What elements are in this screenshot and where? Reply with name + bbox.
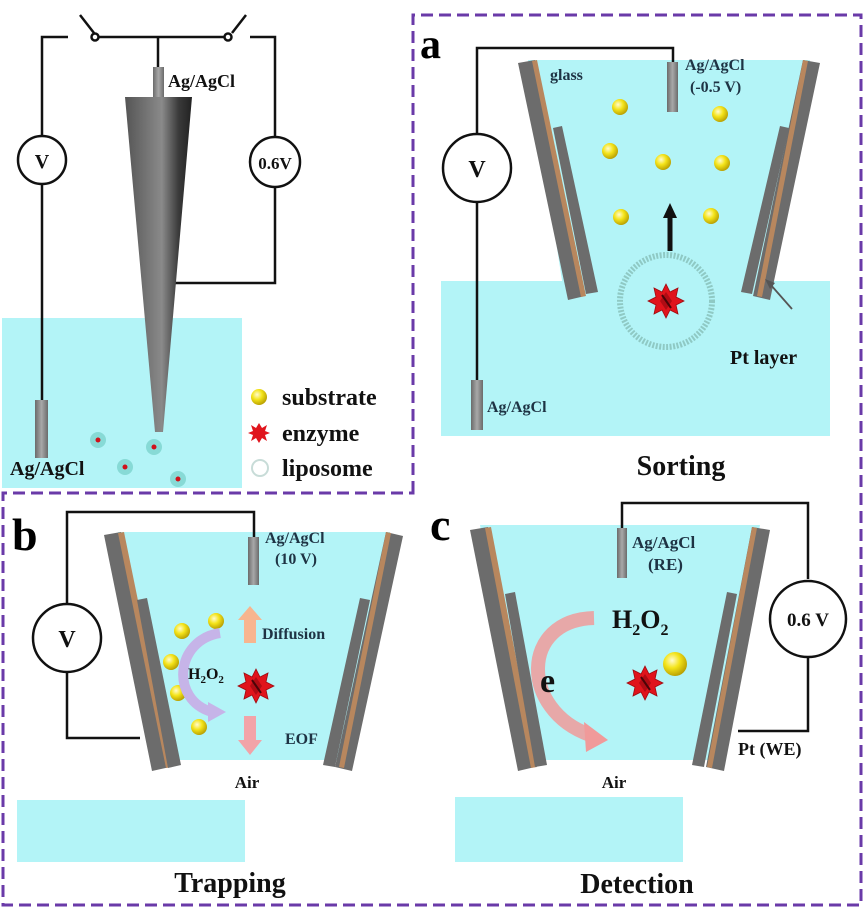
panel-letter-b: b	[12, 509, 38, 560]
legend: substrate enzyme liposome	[248, 385, 377, 482]
svg-text:0.6V: 0.6V	[258, 154, 292, 173]
legend-label-liposome: liposome	[282, 456, 373, 482]
pt-label: Pt layer	[730, 347, 797, 369]
electrode-potential: (-0.5 V)	[690, 79, 741, 96]
substrate-particles	[163, 613, 224, 735]
air-label: Air	[235, 773, 260, 792]
electrode-label: Ag/AgCl	[685, 57, 745, 74]
electrode-potential: (10 V)	[275, 551, 317, 568]
pt-layer-right	[339, 532, 391, 768]
voltmeter-icon[interactable]: V	[31, 602, 103, 674]
liposome-icon	[170, 471, 186, 487]
panel-letter-a: a	[420, 22, 441, 68]
switch-left-icon[interactable]	[79, 14, 100, 42]
glass-wall-left	[104, 532, 170, 771]
glass-wall-left	[518, 60, 585, 300]
svg-text:V: V	[58, 627, 76, 653]
substrate-particles	[602, 99, 730, 225]
upward-arrow-icon	[663, 203, 677, 251]
svg-text:V: V	[468, 157, 486, 183]
nanopipette-tip	[125, 97, 192, 432]
diffusion-label: Diffusion	[262, 626, 325, 643]
electrode-icon	[617, 528, 627, 578]
svg-text:V: V	[35, 151, 50, 173]
top-electrode-label: Ag/AgCl	[168, 71, 235, 91]
electrode-icon	[667, 62, 678, 112]
air-label: Air	[602, 773, 627, 792]
caption-trapping: Trapping	[174, 868, 286, 899]
voltage-source-icon[interactable]: 0.6 V	[768, 579, 848, 659]
pt-electrode-left	[553, 126, 598, 294]
overview-panel: Ag/AgCl V 0.6V Ag/AgCl substrate enzyme …	[2, 14, 377, 488]
svg-text:H2O2: H2O2	[188, 666, 224, 686]
electrode-role: (RE)	[648, 555, 683, 574]
pt-layer-left	[532, 60, 586, 297]
liposome-icon	[117, 459, 133, 475]
pt-electrode-right	[323, 598, 370, 767]
nanopipette-solution	[118, 532, 390, 760]
voltmeter-icon[interactable]: V	[441, 132, 513, 204]
substrate-sphere-icon	[663, 652, 687, 676]
pt-layer-right	[757, 60, 808, 297]
h2o2-label: H2O2	[612, 605, 668, 639]
top-electrode-icon	[153, 67, 164, 97]
switch-right-icon[interactable]	[223, 14, 247, 42]
air-gap-bath	[455, 797, 683, 862]
voltage-source-icon[interactable]: 0.6V	[248, 135, 302, 189]
eof-label: EOF	[285, 731, 318, 748]
bath-electrode-icon	[471, 380, 483, 430]
pt-electrode-right	[741, 126, 789, 294]
liposome-ring-icon	[251, 459, 269, 477]
pt-electrode-right	[692, 592, 737, 767]
pt-label: Pt (WE)	[738, 739, 801, 760]
bath-solution	[441, 281, 830, 436]
h2o2-label: H2O2	[188, 666, 224, 686]
glass-label: glass	[550, 67, 583, 84]
electron-label: e	[540, 663, 555, 700]
bath-electrode-icon	[35, 400, 48, 458]
caption-sorting: Sorting	[637, 451, 726, 482]
bath-electrode-label: Ag/AgCl	[10, 458, 85, 480]
air-gap-bath	[17, 800, 245, 862]
enzyme-star-icon	[248, 423, 270, 443]
pt-electrode-left	[505, 592, 547, 767]
panel-c: c Ag/AgCl (RE) 0.6 V H2O2 e Pt (WE) Air …	[430, 499, 848, 900]
pt-layer-right	[707, 527, 757, 768]
electrode-label: Ag/AgCl	[265, 530, 325, 547]
bath-electrode-label: Ag/AgCl	[487, 399, 547, 416]
diffusion-arrow-icon	[238, 606, 262, 643]
electrode-icon	[248, 537, 259, 585]
liposome-icon	[90, 432, 106, 448]
circuit-wires	[65, 510, 256, 740]
eof-arrow-icon	[238, 716, 262, 755]
liposome-with-enzyme	[617, 252, 715, 350]
nanopipette-solution	[528, 60, 810, 300]
electrode-label: Ag/AgCl	[632, 533, 696, 552]
legend-label-enzyme: enzyme	[282, 421, 360, 447]
circuit-wires	[475, 46, 675, 380]
svg-text:H2O2: H2O2	[612, 605, 668, 639]
svg-text:0.6 V: 0.6 V	[787, 610, 829, 631]
panel-letter-c: c	[430, 499, 450, 550]
dashed-border	[1, 13, 863, 907]
circuit-wires	[620, 501, 810, 733]
liposome-icon	[146, 439, 162, 455]
pt-layer-pointer	[769, 283, 793, 310]
pt-electrode-left	[137, 598, 181, 768]
panel-a: a glass Ag/AgCl (-0.5 V) V	[420, 22, 830, 482]
caption-detection: Detection	[580, 869, 694, 900]
voltmeter-icon[interactable]: V	[16, 134, 68, 186]
substrate-sphere-icon	[251, 389, 267, 405]
electron-curved-arrow	[531, 611, 595, 742]
h2o2-curved-arrow	[178, 628, 222, 717]
circuit-wires	[40, 35, 277, 400]
pt-layer-left	[485, 527, 537, 768]
legend-label-substrate: substrate	[282, 385, 377, 411]
liposome-particles	[90, 432, 186, 487]
panel-b: b Ag/AgCl (10 V) V H2O2	[12, 509, 403, 899]
glass-wall-left	[470, 527, 535, 771]
